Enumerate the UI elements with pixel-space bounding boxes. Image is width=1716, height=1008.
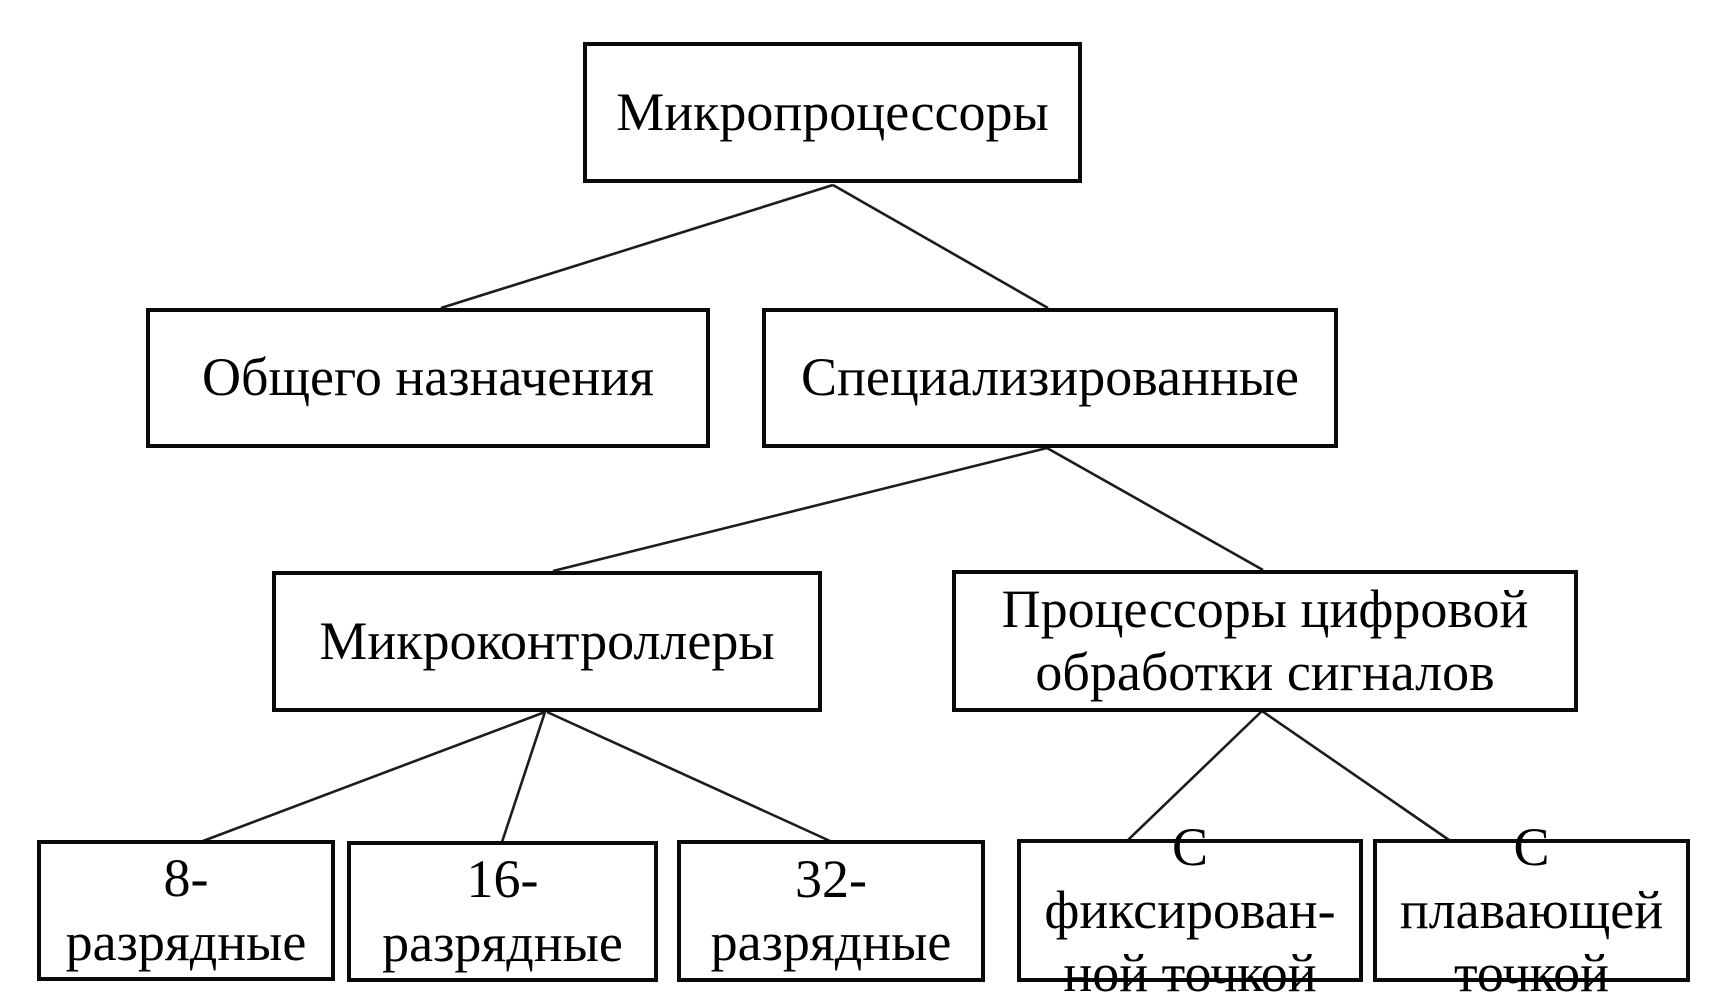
node-16bit-label: 16-разрядные [382, 849, 623, 973]
node-digital-signal-processors-label: Процессоры цифровой обработки сигналов [1001, 578, 1529, 702]
node-8bit-label: 8-разрядные [65, 848, 307, 972]
node-8bit: 8-разрядные [37, 840, 335, 981]
edge-mcu-bit16 [500, 711, 547, 843]
edge-mcu-bit32 [546, 710, 831, 843]
node-32bit: 32-разрядные [677, 840, 985, 982]
node-floating-point: С плавающей точкой [1373, 817, 1690, 1003]
node-microprocessors: Микропроцессоры [583, 42, 1082, 183]
node-32bit-label: 32-разрядные [710, 848, 952, 972]
node-microcontrollers-label: Микроконтроллеры [319, 610, 775, 671]
edge-specialized-dsp [1046, 446, 1264, 572]
node-floating-point-label: С плавающей точкой [1399, 816, 1664, 1004]
edge-root-specialized [832, 183, 1049, 310]
node-specialized-label: Специализированные [801, 347, 1299, 408]
node-fixed-point: С фиксирован- ной точкой [1017, 817, 1363, 1003]
edge-root-general [440, 183, 834, 310]
node-16bit: 16-разрядные [347, 841, 658, 982]
node-general-purpose: Общего назначения [146, 308, 710, 448]
edge-specialized-mcu [552, 446, 1048, 573]
node-general-purpose-label: Общего назначения [202, 347, 654, 408]
node-digital-signal-processors: Процессоры цифровой обработки сигналов [952, 570, 1578, 712]
edge-mcu-bit8 [202, 710, 546, 843]
node-specialized: Специализированные [762, 308, 1338, 448]
node-microprocessors-label: Микропроцессоры [616, 81, 1049, 142]
node-fixed-point-label: С фиксирован- ной точкой [1044, 816, 1336, 1004]
node-microcontrollers: Микроконтроллеры [272, 571, 822, 712]
